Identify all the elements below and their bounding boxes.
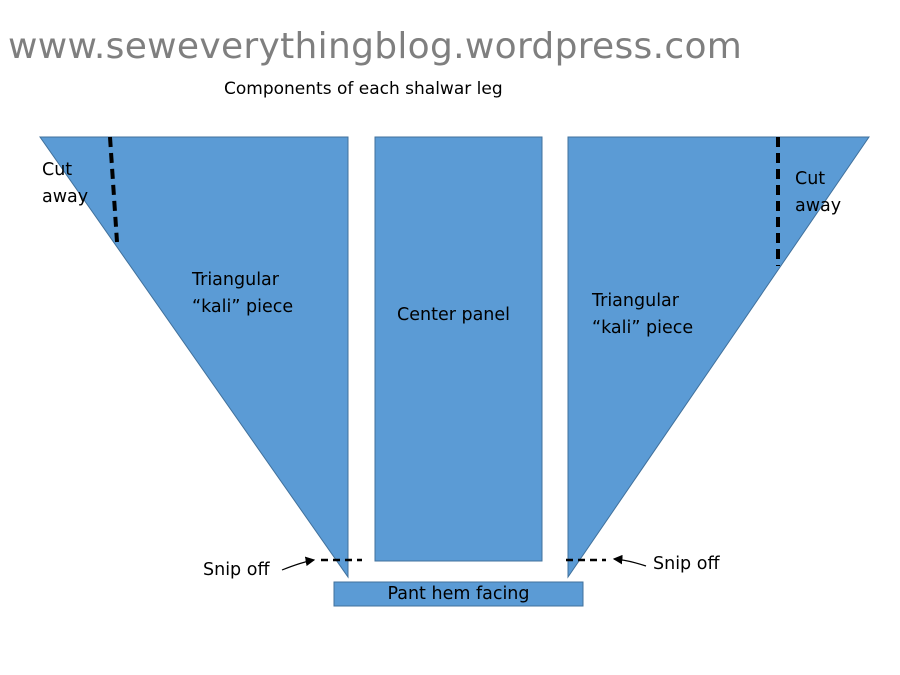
cut-away-line2: away — [795, 196, 842, 216]
website-watermark: www.seweverythingblog.wordpress.com — [8, 26, 743, 67]
right-snip-arrow — [612, 554, 647, 567]
right-triangle-label: Triangular “kali” piece — [592, 288, 693, 342]
cut-away-line2: away — [42, 187, 89, 207]
left-snip-off-label: Snip off — [203, 560, 270, 580]
hem-facing-label: Pant hem facing — [387, 584, 530, 604]
right-cut-away-label: Cut away — [795, 166, 841, 220]
left-triangle-label: Triangular “kali” piece — [192, 267, 293, 321]
triangle-label-line1: Triangular — [192, 270, 279, 290]
left-snip-arrow — [281, 556, 316, 571]
left-cut-away-label: Cut away — [42, 157, 88, 211]
triangle-label-line1: Triangular — [592, 291, 679, 311]
left-cut-line — [108, 136, 119, 243]
right-kali-triangle — [567, 136, 870, 579]
right-snip-off-label: Snip off — [653, 554, 720, 574]
diagram-title: Components of each shalwar leg — [224, 79, 503, 99]
pant-hem-facing — [333, 581, 584, 607]
triangle-label-line2: “kali” piece — [192, 297, 294, 317]
center-panel-label: Center panel — [397, 305, 511, 325]
center-panel — [374, 136, 543, 562]
cut-away-line1: Cut — [795, 169, 826, 189]
triangle-label-line2: “kali” piece — [592, 318, 694, 338]
cut-away-line1: Cut — [42, 160, 73, 180]
left-kali-triangle — [39, 136, 349, 579]
